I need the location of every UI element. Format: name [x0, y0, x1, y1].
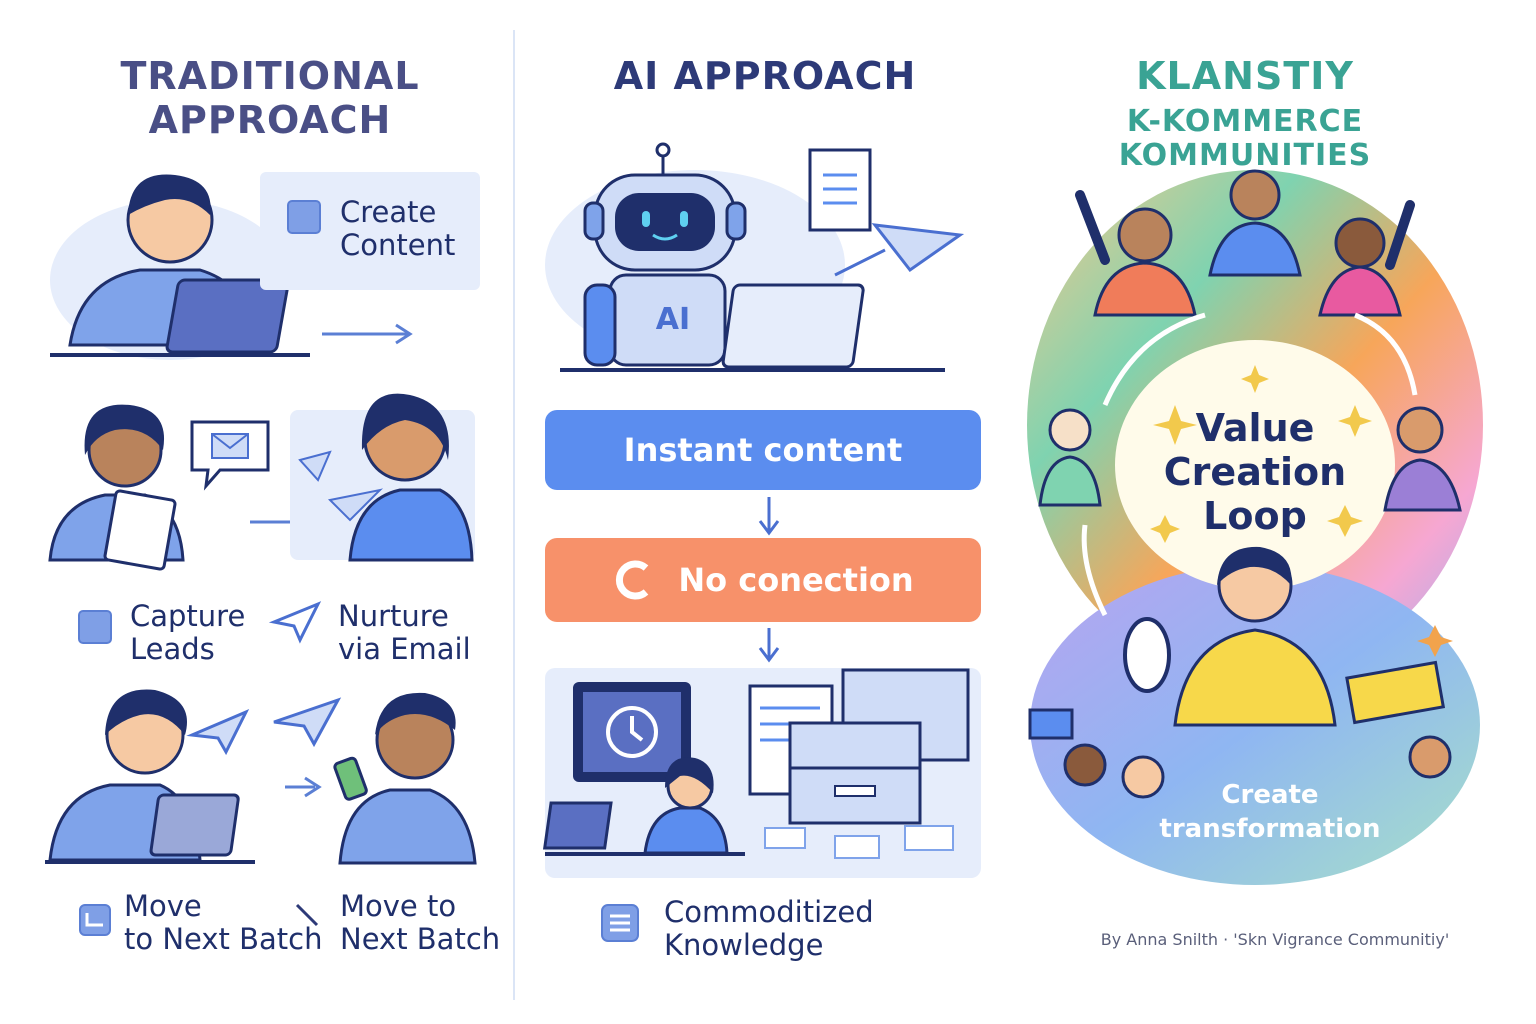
community-loop-illustration — [1027, 169, 1483, 885]
author-byline: By Anna Snilth · 'Skn Vigrance Communiti… — [1100, 930, 1450, 949]
commoditized-office-illustration — [542, 668, 981, 878]
instant-content-box: Instant content — [545, 410, 981, 490]
email-recipient-illustration — [290, 393, 475, 562]
paper-plane-icon — [273, 697, 342, 748]
lead-capture-illustration — [48, 404, 185, 571]
column-divider — [513, 30, 515, 1000]
broken-link-icon — [616, 560, 649, 600]
value-creation-loop-label: Value Creation Loop — [1163, 406, 1347, 538]
list-icon — [601, 904, 639, 942]
arrow-right-icon — [322, 323, 413, 345]
phone-user-illustration — [333, 692, 477, 865]
robot-laptop-illustration — [545, 142, 965, 372]
traditional-title: TRADITIONAL APPROACH — [120, 54, 420, 142]
create-transformation-label: Create transformation — [1159, 780, 1381, 844]
commoditized-knowledge-label: Commoditized Knowledge — [664, 895, 874, 962]
arrow-down-icon — [758, 628, 780, 663]
ai-title: AI APPROACH — [613, 54, 917, 98]
email-bubble-icon — [190, 420, 270, 491]
nurture-email-label: Nurture via Email — [338, 599, 471, 666]
paper-plane-icon — [268, 601, 322, 644]
checkbox-icon — [287, 200, 321, 234]
arrow-down-icon — [758, 497, 780, 536]
robot-chest-label: AI — [655, 302, 691, 337]
capture-leads-label: Capture Leads — [130, 599, 246, 666]
slash-icon — [295, 903, 319, 927]
batch-sender-illustration — [45, 689, 255, 864]
no-connection-box: No conection — [545, 538, 981, 622]
batch-icon — [79, 904, 111, 936]
checkbox-icon — [78, 610, 112, 644]
move-next-batch-label-left: Move to Next Batch — [124, 889, 323, 956]
klanstiy-title: KLANSTIY K-KOMMERCE KOMMUNITIES — [1118, 54, 1372, 174]
arrow-right-icon — [285, 776, 322, 798]
create-content-label: Create Content — [340, 195, 456, 262]
person-laptop-illustration — [50, 174, 310, 360]
paper-plane-icon — [186, 709, 250, 756]
move-next-batch-label-right: Move to Next Batch — [340, 889, 501, 956]
